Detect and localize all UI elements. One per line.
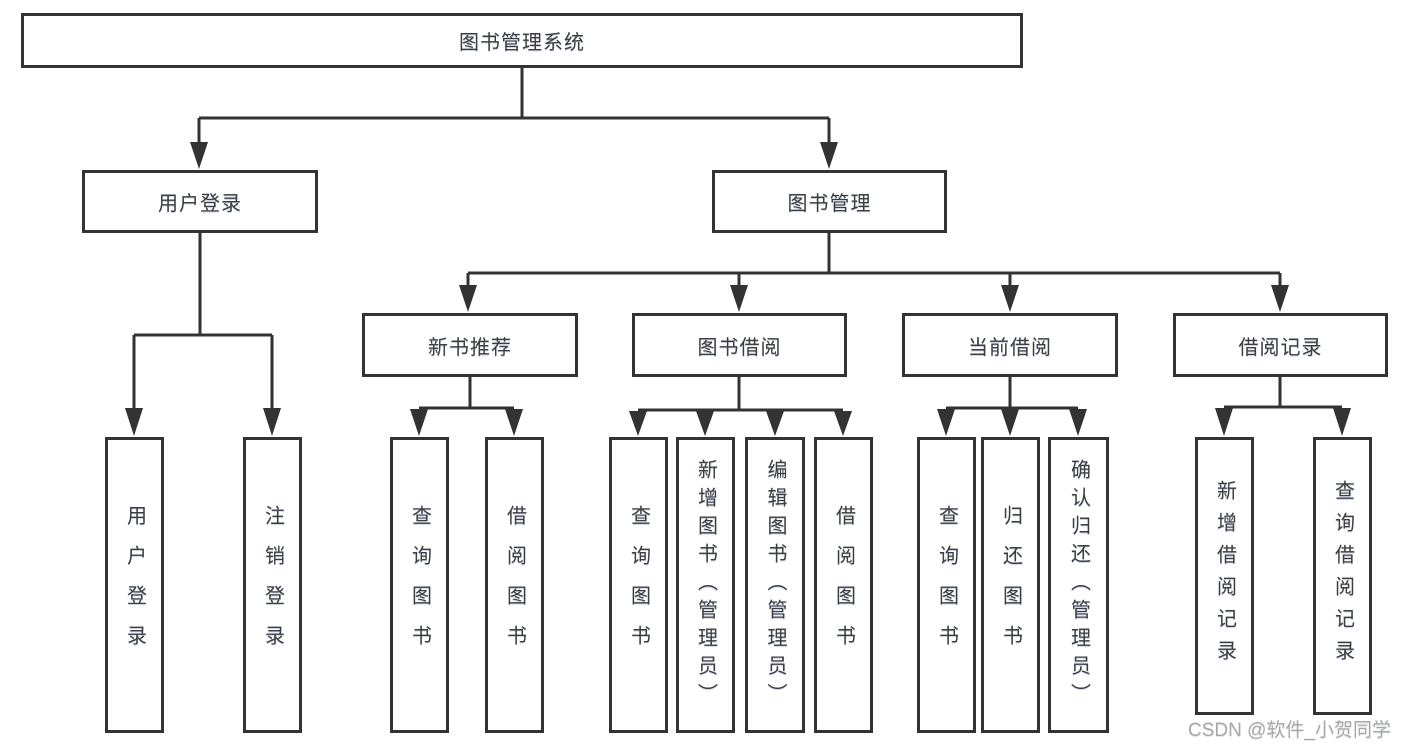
node-label: 新书推荐 [428, 336, 512, 359]
leaf-label: 注销登录 [261, 505, 284, 665]
leaf-label: 归还图书 [999, 505, 1022, 665]
leaf-edit-books-admin: 编辑图书（管理员） [745, 437, 805, 733]
leaf-user-login: 用户登录 [105, 437, 164, 733]
leaf-label: 编辑图书（管理员） [764, 459, 786, 711]
leaf-query-books-borrow: 查询图书 [609, 437, 668, 733]
connector-book-borrow-children [629, 377, 852, 436]
leaf-label: 用户登录 [123, 505, 146, 665]
leaf-label: 查询图书 [935, 505, 958, 665]
connector-current-borrow-children [937, 377, 1087, 436]
csdn-watermark: CSDN @软件_小贺同学 [1188, 720, 1391, 741]
node-label: 图书借阅 [697, 336, 782, 359]
connector-user-login-children [125, 233, 281, 436]
node-book-borrow: 图书借阅 [632, 313, 847, 377]
leaf-label: 查询图书 [627, 505, 650, 665]
connector-borrow-records-children [1215, 377, 1351, 436]
node-borrow-records: 借阅记录 [1173, 313, 1388, 377]
leaf-label: 新增借阅记录 [1213, 480, 1236, 672]
leaf-return-books: 归还图书 [981, 437, 1040, 733]
node-label: 当前借阅 [968, 336, 1052, 359]
leaf-label: 借阅图书 [503, 505, 526, 665]
leaf-logout: 注销登录 [243, 437, 302, 733]
leaf-query-books-current: 查询图书 [917, 437, 976, 733]
node-label: 借阅记录 [1238, 336, 1323, 359]
node-label: 图书管理 [787, 193, 872, 215]
leaf-confirm-return-admin: 确认归还（管理员） [1048, 437, 1109, 733]
leaf-borrow-books: 借阅图书 [814, 437, 873, 733]
node-root-system: 图书管理系统 [21, 13, 1023, 68]
connector-book-management-children [459, 233, 1289, 312]
leaf-query-books-recommend: 查询图书 [390, 437, 449, 733]
node-current-borrow: 当前借阅 [902, 313, 1118, 377]
node-new-book-recommend: 新书推荐 [362, 313, 578, 377]
leaf-add-borrow-record: 新增借阅记录 [1195, 437, 1254, 715]
node-label: 用户登录 [158, 193, 242, 215]
leaf-add-books-admin: 新增图书（管理员） [676, 437, 735, 733]
leaf-label: 查询借阅记录 [1331, 480, 1354, 672]
connector-root-to-level1 [190, 68, 838, 169]
leaf-label: 确认归还（管理员） [1067, 459, 1090, 711]
node-user-login: 用户登录 [82, 170, 318, 233]
connector-new-book-recommend-children [410, 377, 523, 436]
node-book-management: 图书管理 [712, 170, 947, 233]
leaf-borrow-books-recommend: 借阅图书 [485, 437, 544, 733]
leaf-label: 新增图书（管理员） [694, 459, 717, 711]
leaf-query-borrow-record: 查询借阅记录 [1313, 437, 1372, 715]
node-label: 图书管理系统 [459, 32, 585, 54]
leaf-label: 借阅图书 [832, 505, 855, 665]
leaf-label: 查询图书 [408, 505, 431, 665]
